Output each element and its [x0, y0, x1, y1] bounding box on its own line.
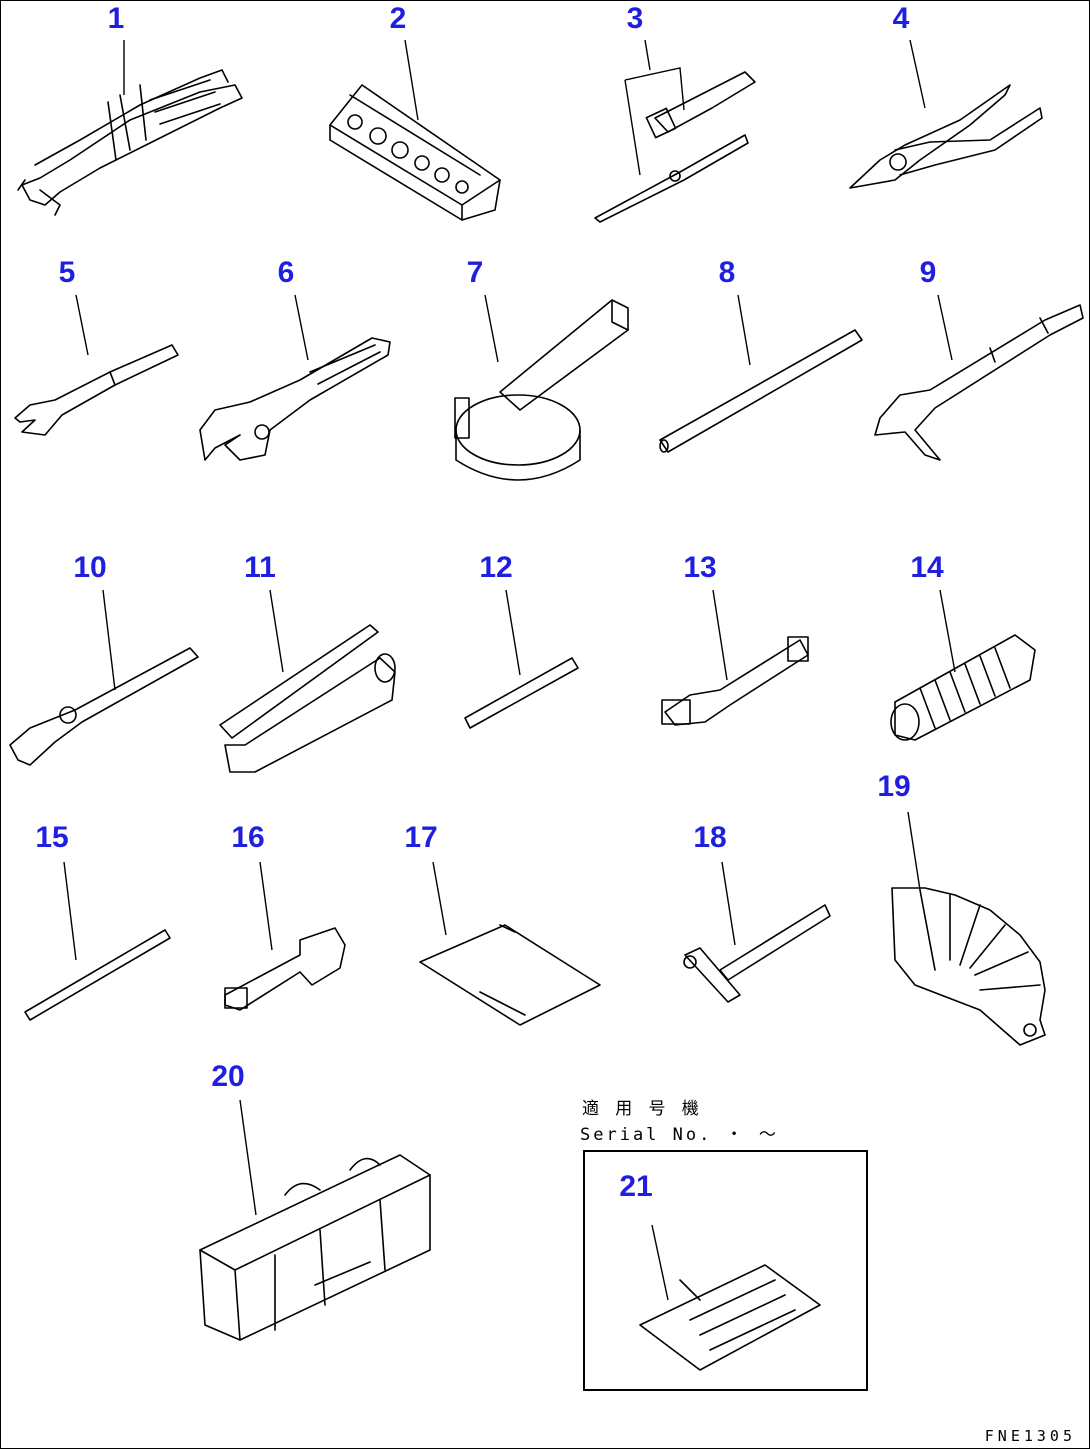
callout-16: 16 [231, 821, 265, 854]
leader-lines [63, 39, 956, 1301]
callout-10: 10 [73, 551, 107, 584]
callout-18: 18 [693, 821, 727, 854]
callout-13: 13 [683, 551, 717, 584]
callout-19: 19 [877, 770, 911, 803]
serial-note-japanese: 適 用 号 機 [582, 1099, 702, 1119]
grease-gun-drawing [219, 624, 396, 773]
adapter-drawing [661, 636, 809, 726]
short-bar-drawing [24, 929, 171, 1021]
callout-4: 4 [892, 2, 910, 35]
callout-9: 9 [919, 256, 937, 289]
drawing-code: FNE1305 [984, 1427, 1076, 1445]
callout-12: 12 [479, 551, 513, 584]
plate-drawing [639, 1264, 821, 1371]
callout-14: 14 [910, 551, 944, 584]
socket-set-drawing [329, 84, 501, 221]
callout-7: 7 [466, 256, 484, 289]
manual-drawing [419, 924, 601, 1026]
callout-20: 20 [211, 1060, 245, 1093]
spring-drawing [890, 634, 1036, 741]
callout-11: 11 [244, 551, 276, 584]
callout-1: 1 [107, 2, 125, 35]
serial-limited-part-box [583, 1150, 868, 1391]
long-wrench-drawing [9, 647, 199, 766]
callout-21: 21 [619, 1170, 653, 1203]
extension-drawing [224, 927, 346, 1011]
callout-6: 6 [277, 256, 295, 289]
open-end-wrench-drawing [14, 344, 179, 436]
callout-3: 3 [626, 2, 644, 35]
hammer-drawing [683, 904, 831, 1003]
callout-8: 8 [718, 256, 736, 289]
serial-note-range: Serial No. ・ ～ [580, 1125, 779, 1145]
pliers-drawing [849, 84, 1043, 189]
grease-hose-drawing [874, 304, 1084, 461]
wrench-set-drawing [17, 69, 243, 216]
adjustable-wrench-drawing [199, 337, 391, 461]
socket-and-bar-drawing [594, 71, 756, 223]
callout-15: 15 [35, 821, 69, 854]
bar-drawing [659, 329, 863, 453]
rod-drawing [464, 657, 579, 729]
tool-bag-drawing [199, 1154, 431, 1341]
filter-wrench-drawing [454, 299, 629, 481]
callout-5: 5 [58, 256, 76, 289]
callout-17: 17 [404, 821, 438, 854]
feeler-gauge-drawing [891, 887, 1046, 1046]
callout-2: 2 [389, 2, 407, 35]
